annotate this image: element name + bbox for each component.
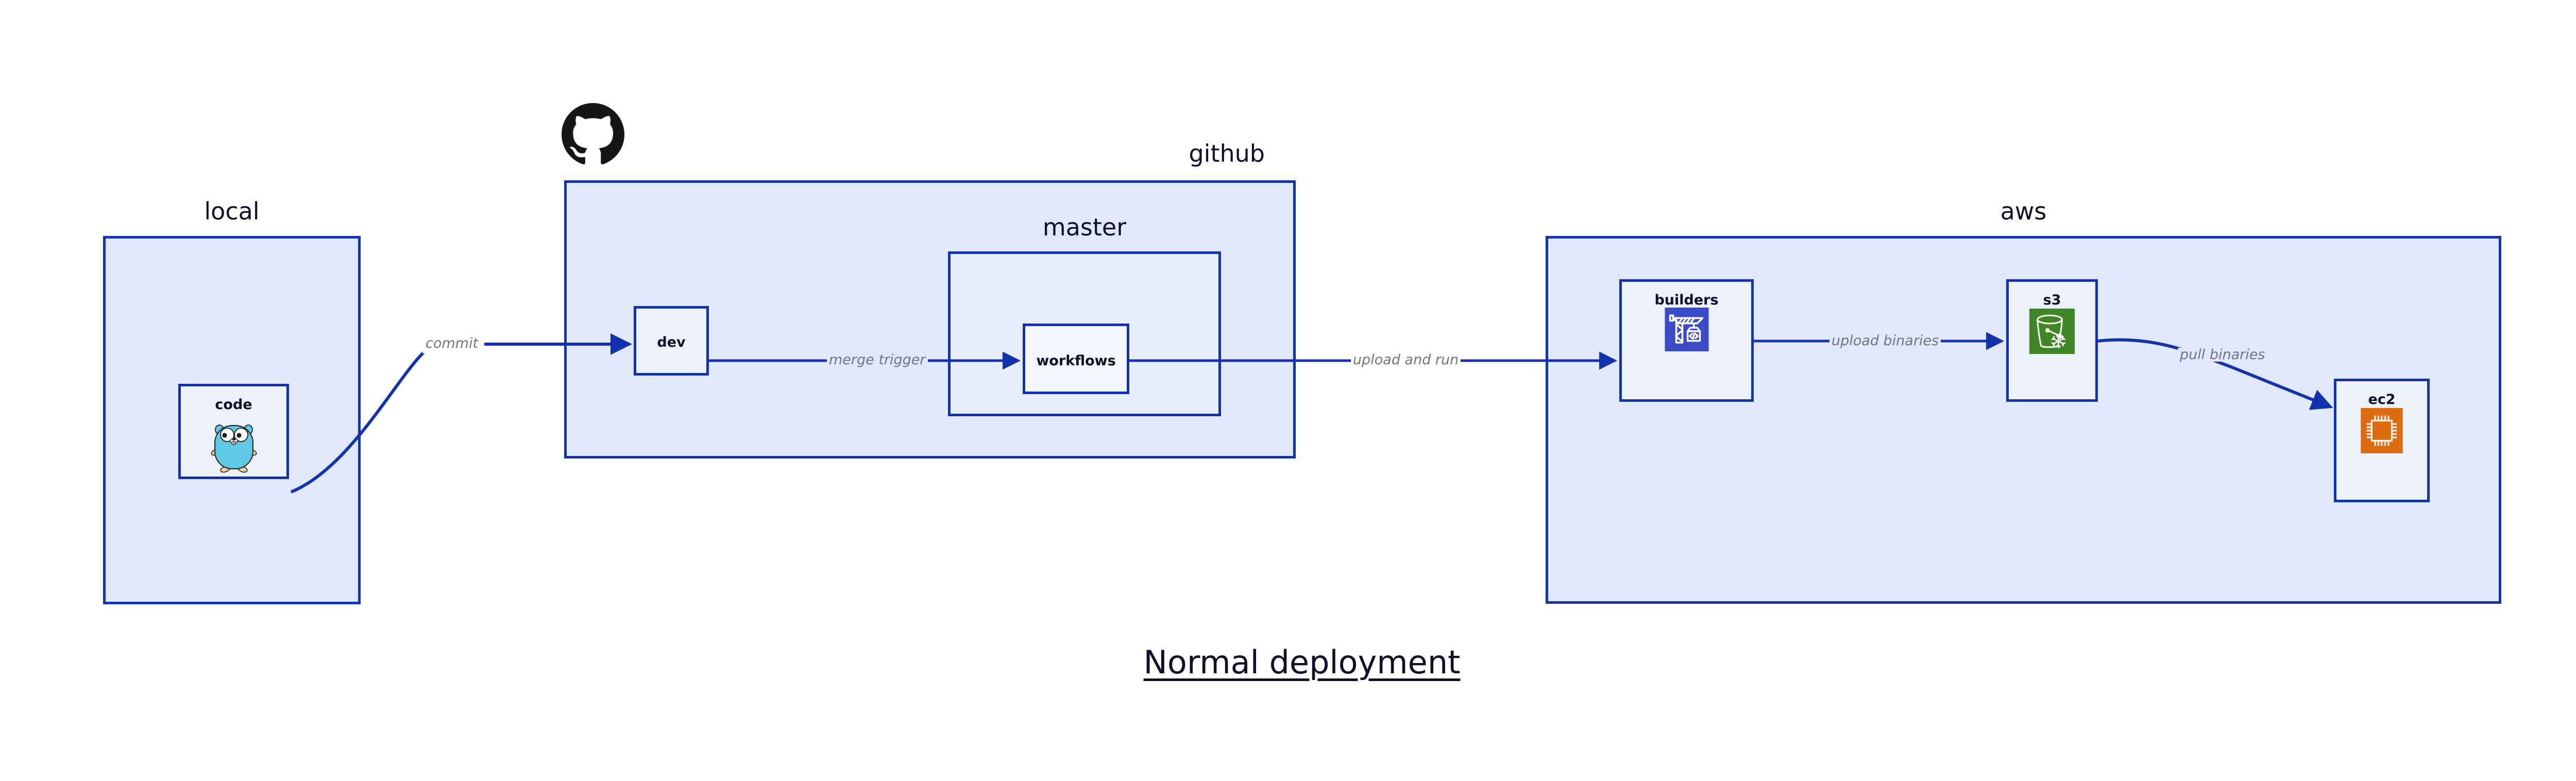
edge-label-upload-binaries: upload binaries [1829,334,1941,348]
node-label-ec2: ec2 [2368,392,2396,408]
node-code[interactable]: code [178,384,289,479]
cpu-chip-icon [2361,408,2403,455]
edge-label-commit: commit [423,336,481,350]
node-s3[interactable]: s3 [2006,279,2098,402]
diagram-title: Normal deployment [1143,643,1461,681]
node-dev[interactable]: dev [634,306,709,376]
node-workflows[interactable]: workflows [1023,324,1129,394]
node-label-s3: s3 [2043,292,2061,308]
group-label-local: local [204,197,260,225]
node-label-dev: dev [657,334,686,350]
edge-label-upload-and-run: upload and run [1351,353,1461,367]
s3-bucket-glacier-icon [2029,309,2075,356]
node-ec2[interactable]: ec2 [2334,379,2430,502]
node-builders[interactable]: builders [1619,279,1754,402]
node-label-builders: builders [1654,292,1719,308]
edge-label-merge-trigger: merge trigger [827,353,928,367]
node-label-workflows: workflows [1036,353,1116,369]
group-label-github: github [1189,140,1265,167]
go-gopher-icon [210,421,258,475]
group-label-aws: aws [2000,197,2047,225]
group-label-master: master [1042,213,1127,241]
github-octocat-logo [562,103,624,168]
node-label-code: code [215,397,252,413]
crane-code-icon [1665,308,1708,353]
edge-label-pull-binaries: pull binaries [2178,348,2267,362]
